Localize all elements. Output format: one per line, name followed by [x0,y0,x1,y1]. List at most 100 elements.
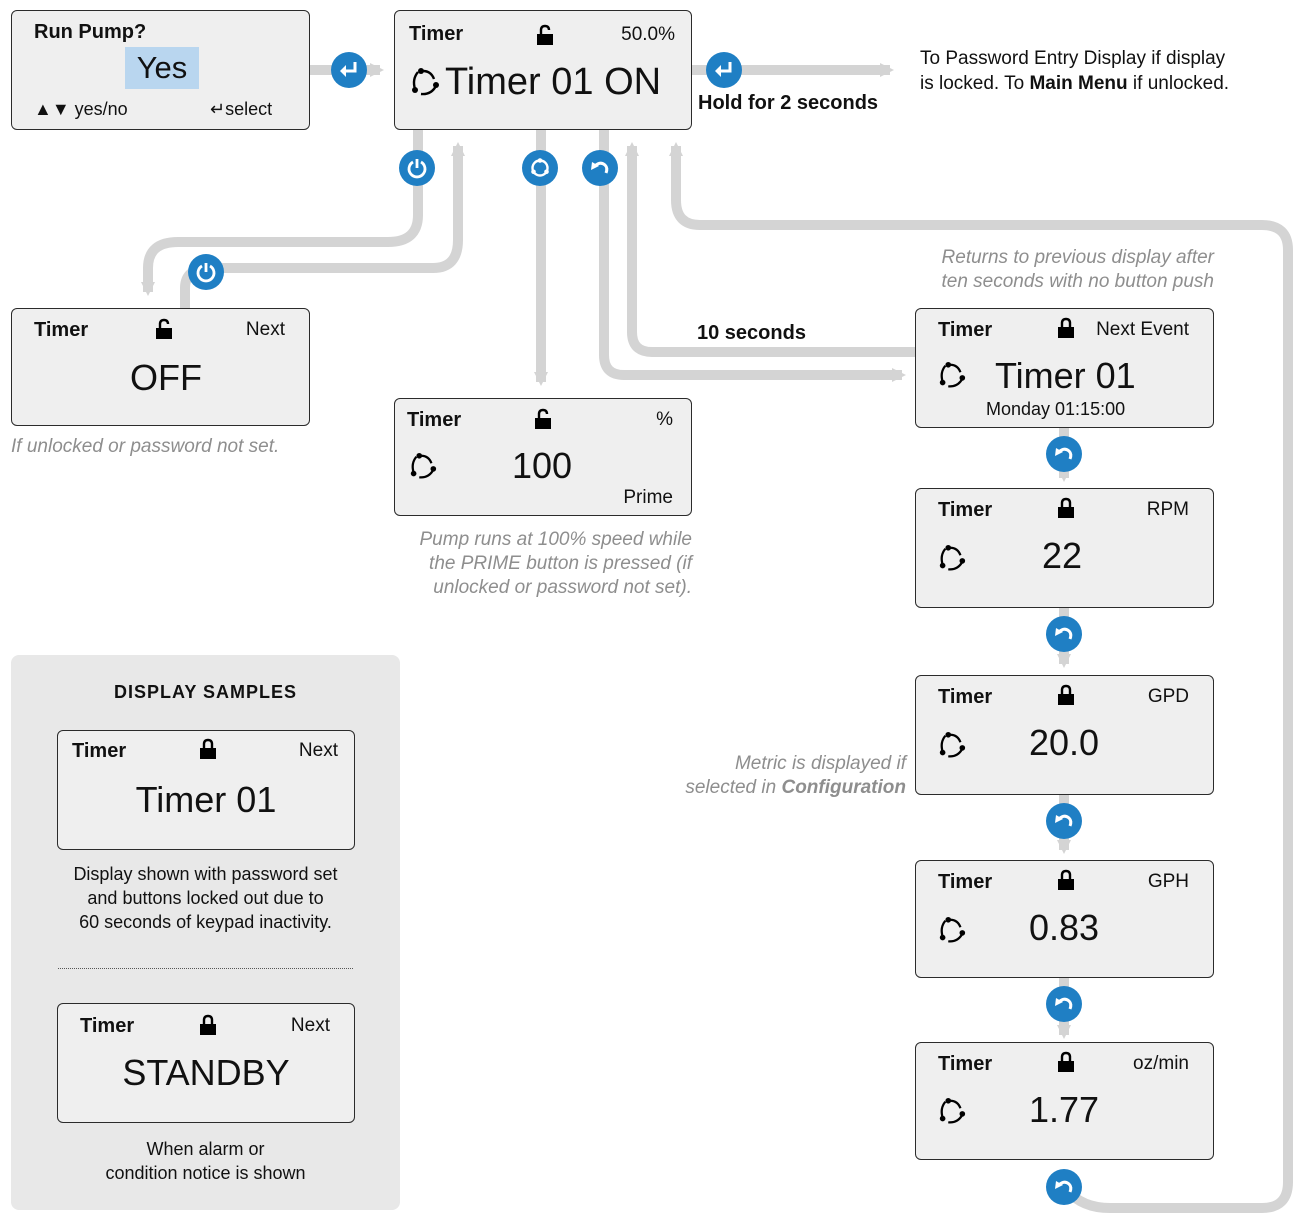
main-menu-label: Main Menu [1029,73,1128,94]
arrow-main-to-next-event [599,130,906,382]
back-button-5[interactable] [1046,1169,1082,1205]
ozmin-title: Timer [938,1053,993,1075]
lock-icon [200,738,216,759]
off-title: Timer [34,319,89,341]
sample2-caption: When alarm or condition notice is shown [11,1137,400,1185]
prime-icon [531,158,549,177]
ozmin-display: Timer oz/min 1.77 [915,1042,1214,1160]
run-pump-display: Run Pump? Yes ▲▼ yes/no ↵select [11,10,310,130]
main-title: Timer [409,23,464,45]
metric-note-text: selected in [685,777,782,798]
lock-icon [1058,684,1074,705]
sample2-caption-line1: When alarm or [146,1139,265,1159]
prime-value: 100 [512,445,573,486]
gph-title: Timer [938,871,993,893]
return-note-line1: Returns to previous display after [941,247,1214,268]
enter-icon [715,62,732,77]
ten-seconds-label: 10 seconds [697,322,806,344]
sample1-caption-line3: 60 seconds of keypad inactivity. [79,912,332,932]
sample-display-2: Timer Next STANDBY [57,1003,355,1123]
back-icon [1055,1180,1073,1193]
ozmin-unit: oz/min [1133,1053,1189,1074]
password-note-line2: is locked. To Main Menu if unlocked. [920,71,1229,96]
back-icon [1055,627,1073,640]
back-button-3[interactable] [1046,803,1082,839]
lock-icon [1058,869,1074,890]
metric-note: Metric is displayed if selected in Confi… [600,752,906,800]
lock-icon [1058,1051,1074,1072]
power-icon [407,159,427,179]
sample1-caption-line1: Display shown with password set [73,864,338,884]
password-note-line1: To Password Entry Display if display [920,48,1226,69]
back-icon [591,161,609,174]
sample1-caption: Display shown with password set and butt… [11,862,400,934]
samples-divider [58,968,353,969]
prime-display: Timer % 100 Prime [394,398,692,516]
off-display: Timer Next OFF [11,308,310,426]
enter-button-1[interactable] [331,52,367,88]
prime-note: Pump runs at 100% speed while the PRIME … [394,528,693,600]
unlock-icon [156,318,172,339]
enter-button-2[interactable] [706,52,742,88]
cycle-icon [410,452,437,479]
next-event-time: Monday 01:15:00 [986,399,1126,419]
password-note-text-c: if unlocked. [1127,73,1230,94]
gpd-title: Timer [938,686,993,708]
off-value: OFF [130,357,202,398]
prime-label: Prime [623,487,673,508]
sample-display-1: Timer Next Timer 01 [57,730,355,850]
rpm-unit: RPM [1146,499,1189,520]
unlock-icon [537,24,553,45]
cycle-icon [939,1097,966,1124]
back-button-1[interactable] [1046,436,1082,472]
back-button-main[interactable] [582,150,618,186]
password-note-text-a: is locked. To [920,73,1030,94]
return-note: Returns to previous display after ten se… [880,246,1214,294]
power-button-2[interactable] [188,254,224,290]
back-icon [1055,447,1073,460]
prime-note-line1: Pump runs at 100% speed while [419,529,693,550]
prime-button[interactable] [522,150,558,186]
next-event-display: Timer Next Event Timer 01 Monday 01:15:0… [915,308,1214,428]
prime-note-line2: the PRIME button is pressed (if [429,553,692,574]
back-button-4[interactable] [1046,986,1082,1022]
run-pump-value[interactable]: Yes [125,47,199,89]
sample1-value: Timer 01 [135,779,277,820]
arrow-loop-return [669,142,1293,1213]
prime-title: Timer [407,409,462,431]
samples-heading: DISPLAY SAMPLES [113,682,298,702]
cycle-icon [939,731,966,758]
off-right: Next [245,319,285,340]
power-button-1[interactable] [399,150,435,186]
back-button-2[interactable] [1046,616,1082,652]
off-note: If unlocked or password not set. [11,436,280,457]
run-pump-hint-yesno: ▲▼ yes/no [34,99,128,119]
metric-note-line2: selected in Configuration [600,776,906,800]
run-pump-title: Run Pump? [34,21,147,43]
return-note-line2: ten seconds with no button push [941,271,1214,292]
gph-value: 0.83 [1029,907,1100,948]
unlock-icon [535,408,551,429]
cycle-icon [939,916,966,943]
display-samples-panel: DISPLAY SAMPLES Timer Next Timer 01 Disp… [11,655,400,1210]
gpd-value: 20.0 [1029,722,1100,763]
arrow-main-to-off [141,130,423,296]
sample2-caption-line2: condition notice is shown [105,1163,306,1183]
cycle-icon [412,68,439,96]
cycle-icon [939,361,966,388]
ozmin-value: 1.77 [1029,1089,1100,1130]
gpd-unit: GPD [1147,686,1189,707]
sample2-title: Timer [80,1015,135,1037]
main-percent: 50.0% [621,24,675,45]
arrow-next-event-to-main [625,142,915,357]
back-icon [1055,814,1073,827]
main-timer-display: Timer 50.0% Timer 01 ON [394,10,692,130]
metric-note-line1: Metric is displayed if [734,753,906,774]
next-event-title: Timer [938,319,993,341]
prime-note-line3: unlocked or password not set). [433,577,692,598]
gph-unit: GPH [1147,871,1189,892]
rpm-value: 22 [1042,535,1083,576]
gpd-display: Timer GPD 20.0 [915,675,1214,795]
back-icon [1055,997,1073,1010]
lock-icon [1058,497,1074,518]
